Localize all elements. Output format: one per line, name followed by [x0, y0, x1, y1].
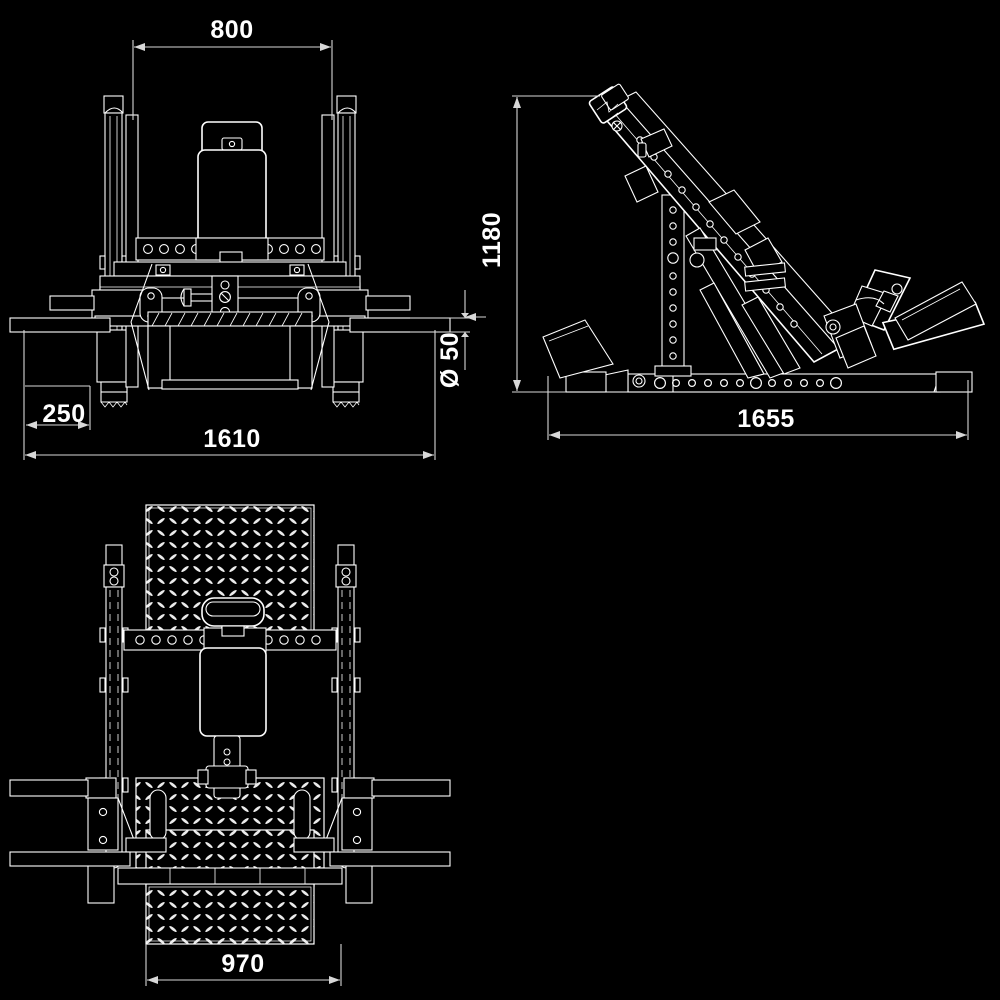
plan-left-lower-horn	[9, 851, 131, 867]
front-view	[9, 40, 486, 460]
dim-970	[145, 944, 342, 986]
front-right-diag-brace	[307, 263, 330, 323]
front-seat-back-pad	[197, 121, 267, 253]
dim-label-d50: Ø 50	[436, 332, 464, 388]
dim-250	[25, 385, 91, 430]
plan-right-lower-horn	[329, 851, 451, 867]
front-left-diag-brace	[130, 263, 153, 323]
plan-view	[9, 504, 451, 986]
side-rear-foot-ramp	[542, 319, 614, 379]
side-base-rail	[565, 369, 973, 393]
dim-1180	[512, 95, 600, 393]
side-small-handles	[744, 262, 787, 292]
front-footplate-edge	[147, 311, 313, 327]
dim-label-1655: 1655	[737, 405, 795, 433]
dim-800	[132, 40, 333, 120]
side-vertical-mast	[661, 194, 685, 376]
side-diagonal-braces	[685, 227, 801, 379]
plan-left-carriage	[9, 777, 167, 904]
side-shoulder-pad	[624, 128, 673, 203]
plan-lower-crossbar	[117, 867, 343, 885]
dim-d50	[410, 290, 486, 370]
dim-label-1180: 1180	[478, 212, 506, 268]
front-right-weight-horn	[349, 317, 451, 333]
plan-lower-tread-plate	[145, 883, 315, 945]
dim-1655	[547, 376, 969, 440]
dim-label-250: 250	[42, 400, 85, 428]
side-mast-base-plate	[654, 365, 692, 377]
front-perforated-crossbeam	[135, 237, 325, 275]
dim-label-970: 970	[221, 950, 264, 978]
front-left-carriage	[49, 287, 163, 327]
dim-label-800: 800	[210, 16, 253, 44]
front-left-weight-horn	[9, 317, 111, 333]
side-view	[512, 83, 986, 440]
dim-label-1610: 1610	[203, 425, 261, 453]
front-base-frame	[147, 325, 313, 390]
front-left-stabiliser	[130, 321, 150, 391]
side-right-ramp	[894, 281, 977, 341]
dim-1610	[23, 330, 436, 460]
front-right-stabiliser	[310, 321, 330, 391]
plan-seat-assembly	[197, 597, 267, 799]
